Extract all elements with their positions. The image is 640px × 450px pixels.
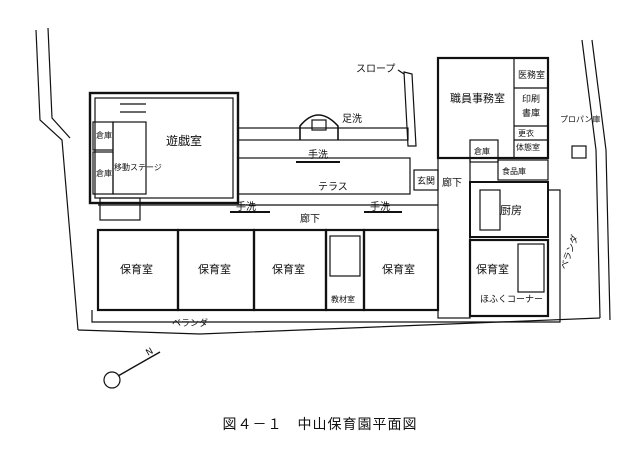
label-corridor: 廊下 — [300, 212, 320, 225]
label-propane: プロパン庫 — [560, 114, 600, 124]
foot-wash-arch — [299, 114, 339, 140]
site-boundary-east-inner — [591, 39, 611, 321]
label-medical-room: 医務室 — [518, 69, 545, 81]
label-materials: 教材室 — [331, 294, 355, 304]
label-storage-1: 倉庫 — [96, 130, 112, 140]
nursery-5-side — [517, 243, 545, 293]
label-hofuku-corner: ほふくコーナー — [480, 294, 543, 305]
propane-box — [571, 145, 587, 159]
label-nursery-5: 保育室 — [476, 262, 509, 276]
nursery-4-wall — [362, 228, 440, 312]
wash-basins — [99, 197, 141, 221]
label-veranda-south: ベランダ — [172, 317, 208, 329]
label-staff-office: 職員事務室 — [450, 91, 505, 105]
veranda-east-outline — [548, 189, 561, 316]
label-changing: 更衣 — [518, 128, 534, 138]
food-storage-box — [497, 159, 549, 181]
slope-ramp — [403, 71, 417, 147]
site-boundary-south — [77, 317, 601, 335]
kitchen-counter — [479, 189, 501, 231]
materials-toilets — [329, 235, 361, 277]
toilet-box — [469, 139, 499, 163]
compass-circle — [103, 371, 121, 389]
nursery-5-wall — [468, 238, 550, 318]
label-hand-wash-right: 手洗 — [370, 200, 390, 213]
label-printing: 印刷 — [522, 93, 540, 105]
site-boundary-west-inner — [47, 27, 71, 139]
label-hand-wash-left: 手洗 — [236, 200, 256, 213]
staff-wing-wall — [436, 56, 550, 160]
playroom-wall — [88, 91, 240, 205]
label-playroom: 遊戯室 — [166, 133, 202, 148]
label-corridor-east: 廊下 — [442, 176, 462, 189]
label-hand-wash-top: 手洗 — [308, 148, 328, 161]
mobile-stage-box — [112, 121, 147, 195]
site-boundary-east — [581, 39, 601, 319]
label-north: N — [145, 347, 156, 359]
label-veranda-east: ベランダ — [558, 233, 582, 271]
label-entrance: 玄関 — [417, 175, 435, 187]
label-toilet: 倉庫 — [474, 146, 490, 156]
site-boundary-west — [35, 29, 79, 331]
label-library: 書庫 — [522, 107, 540, 119]
compass-needle — [117, 351, 161, 377]
playroom-inner-wall — [94, 97, 234, 199]
walkway — [237, 127, 409, 141]
slope-leader — [397, 69, 405, 75]
label-physical-exam: 体態室 — [516, 142, 540, 152]
label-kitchen: 厨房 — [500, 204, 522, 217]
label-slope: スロープ — [356, 63, 395, 75]
label-mobile-stage: 移動ステージ — [114, 162, 162, 172]
veranda-south-outline — [91, 310, 561, 323]
label-nursery-4: 保育室 — [382, 262, 415, 276]
label-terrace: テラス — [318, 181, 348, 193]
label-storage-2: 倉庫 — [96, 168, 112, 178]
label-nursery-1: 保育室 — [120, 262, 153, 276]
label-nursery-2: 保育室 — [198, 262, 231, 276]
label-foot-wash: 足洗 — [342, 113, 362, 125]
terrace-band — [237, 157, 411, 195]
foot-wash-basin — [311, 119, 327, 131]
figure-caption: 図４－１ 中山保育園平面図 — [222, 417, 418, 433]
label-food-storage: 食品庫 — [502, 166, 526, 176]
label-nursery-3: 保育室 — [272, 262, 305, 276]
